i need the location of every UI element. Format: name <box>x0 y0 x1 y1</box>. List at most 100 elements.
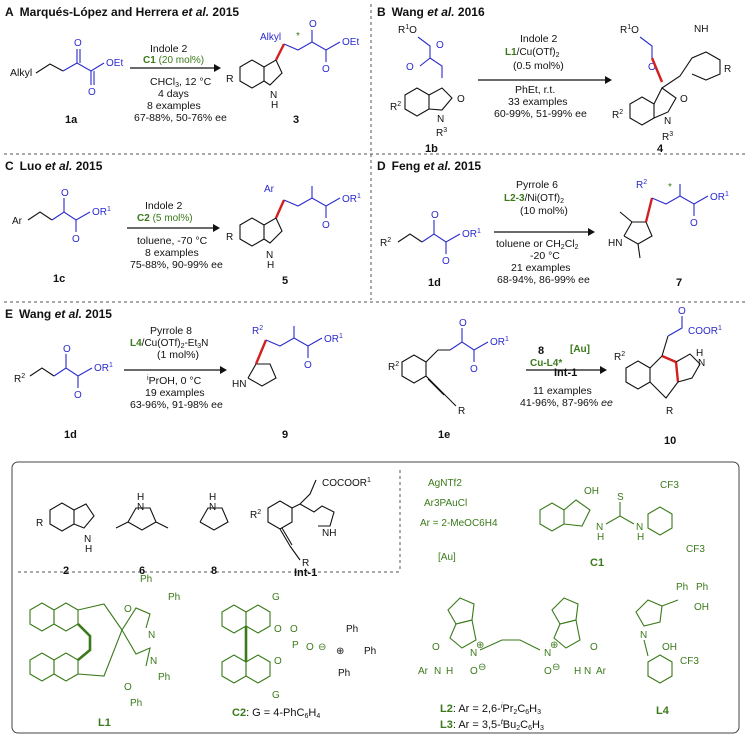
compound-4: R1O O R2 O N R3 NH R 4 <box>612 24 731 155</box>
svg-text:(10 mol%): (10 mol%) <box>520 205 568 217</box>
svg-text:8 examples: 8 examples <box>147 100 201 112</box>
svg-text:Ar: Ar <box>12 216 23 227</box>
svg-text:O: O <box>322 64 330 75</box>
svg-text:Int-1: Int-1 <box>554 367 577 379</box>
svg-text:19 examples: 19 examples <box>145 387 205 399</box>
svg-text:8 examples: 8 examples <box>145 247 199 259</box>
svg-text:OR1: OR1 <box>462 228 481 240</box>
svg-text:-20 °C: -20 °C <box>530 250 560 262</box>
legend-box <box>11 461 740 734</box>
svg-text:(0.5 mol%): (0.5 mol%) <box>513 60 564 72</box>
svg-text:Ph: Ph <box>168 592 180 603</box>
svg-text:toluene, -70 °C: toluene, -70 °C <box>137 235 208 247</box>
svg-text:OH: OH <box>694 602 709 613</box>
svg-text:N: N <box>84 534 91 545</box>
compound-7: HN R2 * O OR1 7 <box>608 179 729 289</box>
svg-text:Indole 2: Indole 2 <box>150 43 188 55</box>
svg-text:N: N <box>636 522 643 533</box>
svg-text:O: O <box>306 642 314 653</box>
svg-text:O: O <box>678 306 686 317</box>
svg-text:Ph: Ph <box>338 668 350 679</box>
compound-1e: R2 O O OR1 R 1e <box>388 318 509 441</box>
svg-text:H: H <box>209 492 216 503</box>
svg-text:Pyrrole 8: Pyrrole 8 <box>150 325 192 337</box>
svg-text:R: R <box>226 232 233 243</box>
svg-text:O: O <box>470 666 478 677</box>
svg-text:O: O <box>74 38 82 49</box>
compound-10: R2 H N O COOR1 R 10 <box>614 306 722 447</box>
svg-text:L2-3/Ni(OTf)2: L2-3/Ni(OTf)2 <box>504 193 564 205</box>
svg-text:67-88%, 50-76% ee: 67-88%, 50-76% ee <box>134 112 227 124</box>
svg-text:Indole 2: Indole 2 <box>520 33 558 45</box>
svg-text:G: G <box>272 690 280 701</box>
svg-text:Pyrrole 6: Pyrrole 6 <box>516 179 558 191</box>
svg-text:Ar = 2-MeOC6H4: Ar = 2-MeOC6H4 <box>420 518 498 529</box>
svg-text:H: H <box>85 544 92 555</box>
svg-text:N: N <box>266 250 273 261</box>
svg-text:N: N <box>148 630 155 641</box>
svg-text:O: O <box>124 604 132 615</box>
svg-text:11 examples: 11 examples <box>533 385 592 397</box>
svg-text:Ph: Ph <box>140 574 152 585</box>
svg-text:R2: R2 <box>14 373 25 385</box>
svg-text:⊕: ⊕ <box>550 640 558 651</box>
svg-text:O: O <box>61 188 69 199</box>
svg-text:N: N <box>437 114 444 125</box>
svg-text:R2: R2 <box>388 361 399 373</box>
svg-text:⊕: ⊕ <box>476 640 484 651</box>
svg-text:OH: OH <box>662 642 677 653</box>
svg-text:H: H <box>696 348 703 359</box>
svg-text:S: S <box>617 492 624 503</box>
svg-text:N: N <box>664 116 671 127</box>
svg-text:N: N <box>596 522 603 533</box>
svg-text:1b: 1b <box>425 143 438 155</box>
legend-l2-l3: N ⊕ O ⊖ N ⊕ O ⊖ O Ar N H O H N Ar L2: Ar… <box>418 597 607 732</box>
svg-text:OR1: OR1 <box>92 206 111 218</box>
svg-text:O: O <box>431 210 439 221</box>
svg-text:R2: R2 <box>636 179 647 191</box>
svg-text:O: O <box>442 256 450 267</box>
svg-text:Int-1: Int-1 <box>294 567 317 579</box>
svg-text:1a: 1a <box>65 114 78 126</box>
svg-text:R2: R2 <box>614 351 625 363</box>
svg-text:OH: OH <box>584 486 599 497</box>
svg-text:*: * <box>296 31 300 42</box>
svg-text:[Au]: [Au] <box>570 344 590 355</box>
legend-c2: G G O O P O O ⊖ Ph ⊕ Ph Ph C2: G = 4-PhC… <box>221 592 376 720</box>
svg-text:N: N <box>137 502 144 513</box>
svg-text:HN: HN <box>608 238 622 249</box>
svg-text:O: O <box>648 62 656 73</box>
svg-text:R2: R2 <box>390 101 401 113</box>
svg-text:Alkyl: Alkyl <box>260 32 281 43</box>
svg-text:1d: 1d <box>428 277 441 289</box>
svg-text:O: O <box>309 19 317 30</box>
svg-text:O: O <box>470 364 478 375</box>
svg-text:R2: R2 <box>380 237 391 249</box>
svg-text:OEt: OEt <box>342 37 359 48</box>
svg-text:R2: R2 <box>252 325 263 337</box>
svg-text:Ar3PAuCl: Ar3PAuCl <box>424 498 467 509</box>
svg-text:H: H <box>137 492 144 503</box>
svg-text:L1: L1 <box>98 717 111 729</box>
svg-text:O: O <box>432 642 440 653</box>
svg-text:⊖: ⊖ <box>478 662 486 673</box>
svg-text:OEt: OEt <box>106 58 123 69</box>
svg-text:P: P <box>292 640 299 651</box>
svg-text:Alkyl: Alkyl <box>10 67 32 79</box>
svg-text:COCOOR1: COCOOR1 <box>322 477 371 489</box>
svg-text:Ph: Ph <box>696 582 708 593</box>
svg-text:1e: 1e <box>438 429 450 441</box>
svg-text:O: O <box>304 360 312 371</box>
svg-text:CHCl3, 12 °C: CHCl3, 12 °C <box>150 76 212 89</box>
svg-text:O: O <box>274 656 282 667</box>
svg-text:R1O: R1O <box>620 24 639 36</box>
svg-text:⊕: ⊕ <box>336 646 344 657</box>
svg-text:H: H <box>637 532 644 543</box>
